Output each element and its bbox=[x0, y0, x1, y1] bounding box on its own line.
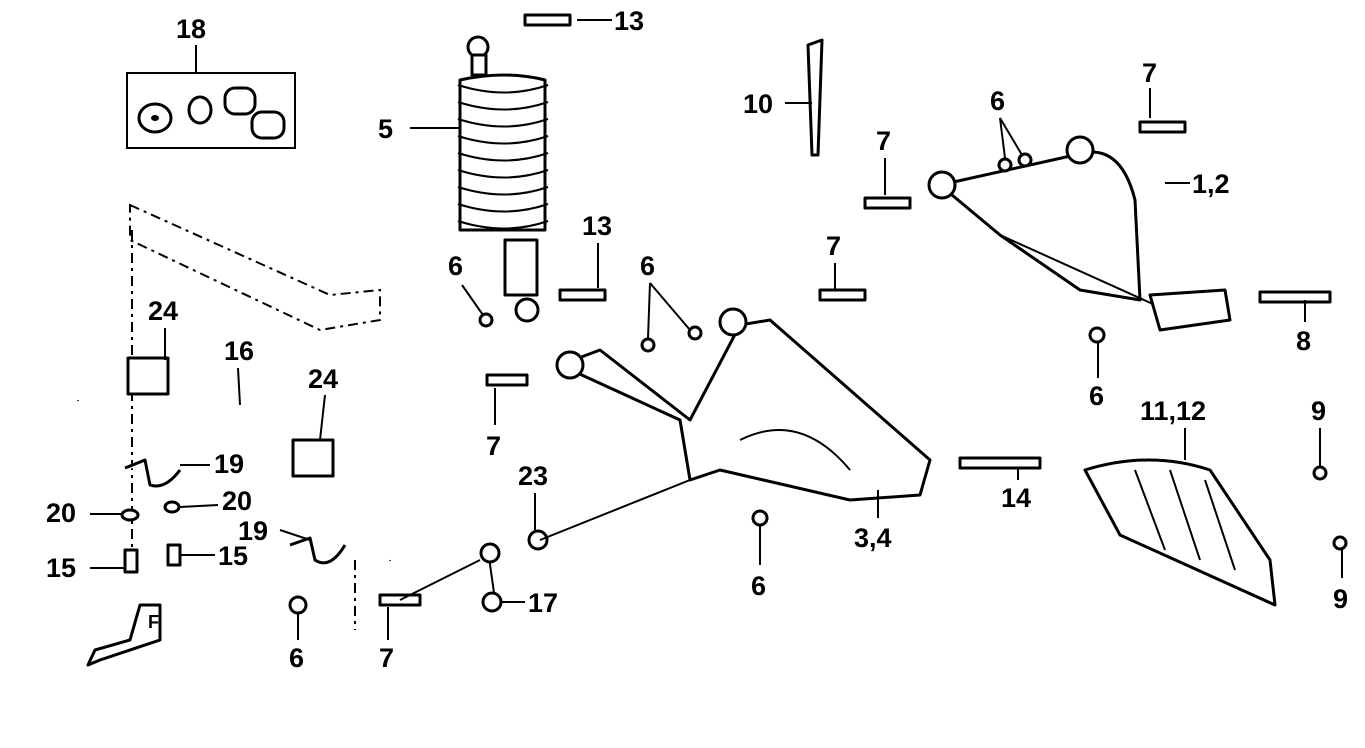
callout-6: 6 bbox=[751, 571, 766, 601]
front-direction-marker: F bbox=[86, 603, 162, 667]
callout-7: 7 bbox=[876, 126, 891, 156]
front-marker-label: F bbox=[148, 612, 159, 632]
callout-15: 15 bbox=[46, 553, 76, 583]
callout-3-4: 3,4 bbox=[854, 523, 892, 553]
callout-19: 19 bbox=[214, 449, 244, 479]
callout-20: 20 bbox=[46, 498, 76, 528]
callout-7: 7 bbox=[826, 231, 841, 261]
leader-lines bbox=[90, 19, 1343, 640]
callout-6: 6 bbox=[289, 643, 304, 673]
callout-labels: 18 13 5 10 7 6 7 1,2 13 7 6 6 24 16 24 8… bbox=[46, 6, 1348, 673]
callout-18: 18 bbox=[176, 14, 206, 44]
callout-24: 24 bbox=[308, 364, 338, 394]
callout-24: 24 bbox=[148, 296, 178, 326]
upper-a-arm bbox=[927, 135, 1232, 332]
callout-17: 17 bbox=[528, 588, 558, 618]
callout-10: 10 bbox=[743, 89, 773, 119]
lower-a-arm bbox=[555, 307, 932, 502]
callout-7: 7 bbox=[486, 431, 501, 461]
callout-6: 6 bbox=[990, 86, 1005, 116]
callout-8: 8 bbox=[1296, 326, 1311, 356]
callout-1-2: 1,2 bbox=[1192, 169, 1230, 199]
stabilizer-bar bbox=[75, 351, 393, 561]
callout-23: 23 bbox=[518, 461, 548, 491]
skid-plate bbox=[1083, 458, 1277, 607]
callout-20: 20 bbox=[222, 486, 252, 516]
cable-tie bbox=[806, 38, 824, 157]
callout-5: 5 bbox=[378, 114, 393, 144]
callout-19: 19 bbox=[238, 516, 268, 546]
callout-15: 15 bbox=[218, 541, 248, 571]
callout-13: 13 bbox=[614, 6, 644, 36]
callout-6: 6 bbox=[640, 251, 655, 281]
callout-6: 6 bbox=[1089, 381, 1104, 411]
callout-13: 13 bbox=[582, 211, 612, 241]
callout-7: 7 bbox=[379, 643, 394, 673]
callout-6: 6 bbox=[448, 251, 463, 281]
callout-9: 9 bbox=[1311, 396, 1326, 426]
bushing-kit-box bbox=[126, 45, 296, 149]
callout-11-12: 11,12 bbox=[1140, 396, 1206, 426]
callout-14: 14 bbox=[1001, 483, 1031, 513]
callout-7: 7 bbox=[1142, 58, 1157, 88]
hardware bbox=[120, 13, 1348, 615]
shock-absorber bbox=[457, 35, 549, 323]
callout-9: 9 bbox=[1333, 584, 1348, 614]
callout-16: 16 bbox=[224, 336, 254, 366]
